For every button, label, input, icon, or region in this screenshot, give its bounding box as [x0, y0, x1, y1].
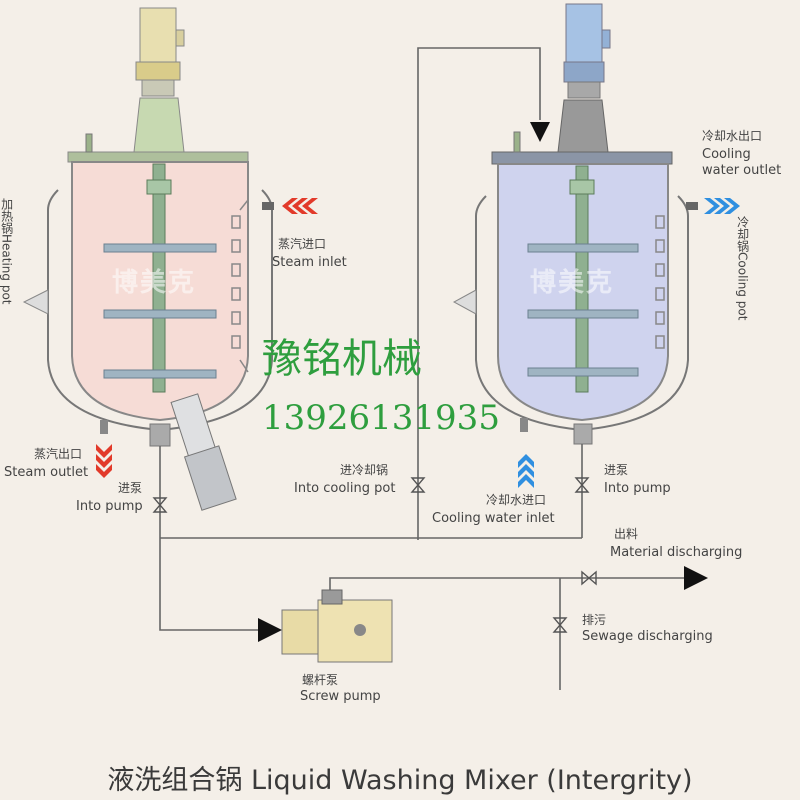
- cooling-outlet-en-2: water outlet: [702, 163, 782, 178]
- watermark-phone: 13926131935: [262, 398, 500, 438]
- cooling-inlet-arrow-icon: [518, 454, 534, 488]
- steam-outlet-label-cn: 蒸汽出口: [34, 447, 83, 461]
- cooling-outlet-en-1: Cooling: [702, 147, 751, 162]
- pipework: [159, 47, 690, 690]
- into-pump-right-en: Into pump: [604, 481, 671, 496]
- heating-pot-label: 加热锅Heating pot: [0, 198, 14, 305]
- valve-right-icon: [574, 477, 590, 493]
- steam-outlet-label-en: Steam outlet: [4, 465, 89, 480]
- cooling-pot-label: 冷却锅Cooling pot: [735, 216, 750, 321]
- into-pump-left-cn: 进泵: [118, 481, 143, 495]
- steam-inlet-label-cn: 蒸汽进口: [278, 237, 327, 251]
- into-cooling-en: Into cooling pot: [294, 481, 396, 496]
- screw-pump-cn: 螺杆泵: [302, 673, 339, 687]
- sewage-discharge-cn: 排污: [582, 613, 607, 627]
- cooling-inlet-en: Cooling water inlet: [432, 511, 555, 526]
- sewage-discharge-en: Sewage discharging: [582, 629, 713, 644]
- cooling-outlet-arrow-icon: [704, 198, 740, 214]
- steam-outlet-arrow-icon: [96, 444, 112, 478]
- material-discharge-en: Material discharging: [610, 545, 743, 560]
- heating-pot: [22, 7, 274, 511]
- into-pump-left-en: Into pump: [76, 499, 143, 514]
- into-pump-right-cn: 进泵: [604, 463, 629, 477]
- screw-pump: [281, 589, 393, 663]
- diagram-title: 液洗组合锅 Liquid Washing Mixer (Intergrity): [107, 765, 693, 796]
- discharge-arrow-icon: [684, 566, 708, 590]
- into-cooling-cn: 进冷却锅: [340, 463, 389, 477]
- screw-pump-en: Screw pump: [300, 689, 381, 704]
- cooling-pot: [452, 3, 698, 445]
- valve-cooling-feed-icon: [410, 477, 426, 493]
- brand-mark-left: 博美克: [112, 268, 197, 298]
- steam-inlet-label-en: Steam inlet: [272, 255, 347, 270]
- material-discharge-cn: 出料: [614, 527, 639, 541]
- watermark-company: 豫铭机械: [262, 336, 422, 382]
- brand-mark-right: 博美克: [530, 268, 615, 298]
- steam-inlet-arrow-icon: [282, 198, 318, 214]
- valve-left-icon: [152, 497, 168, 513]
- valve-sewage-icon: [552, 617, 568, 633]
- pump-inlet-arrow-icon: [258, 618, 282, 642]
- cooling-inlet-cn: 冷却水进口: [486, 493, 547, 507]
- valve-discharge-icon: [581, 570, 597, 586]
- feed-arrow-icon: [530, 122, 550, 142]
- cooling-outlet-cn: 冷却水出口: [702, 129, 763, 143]
